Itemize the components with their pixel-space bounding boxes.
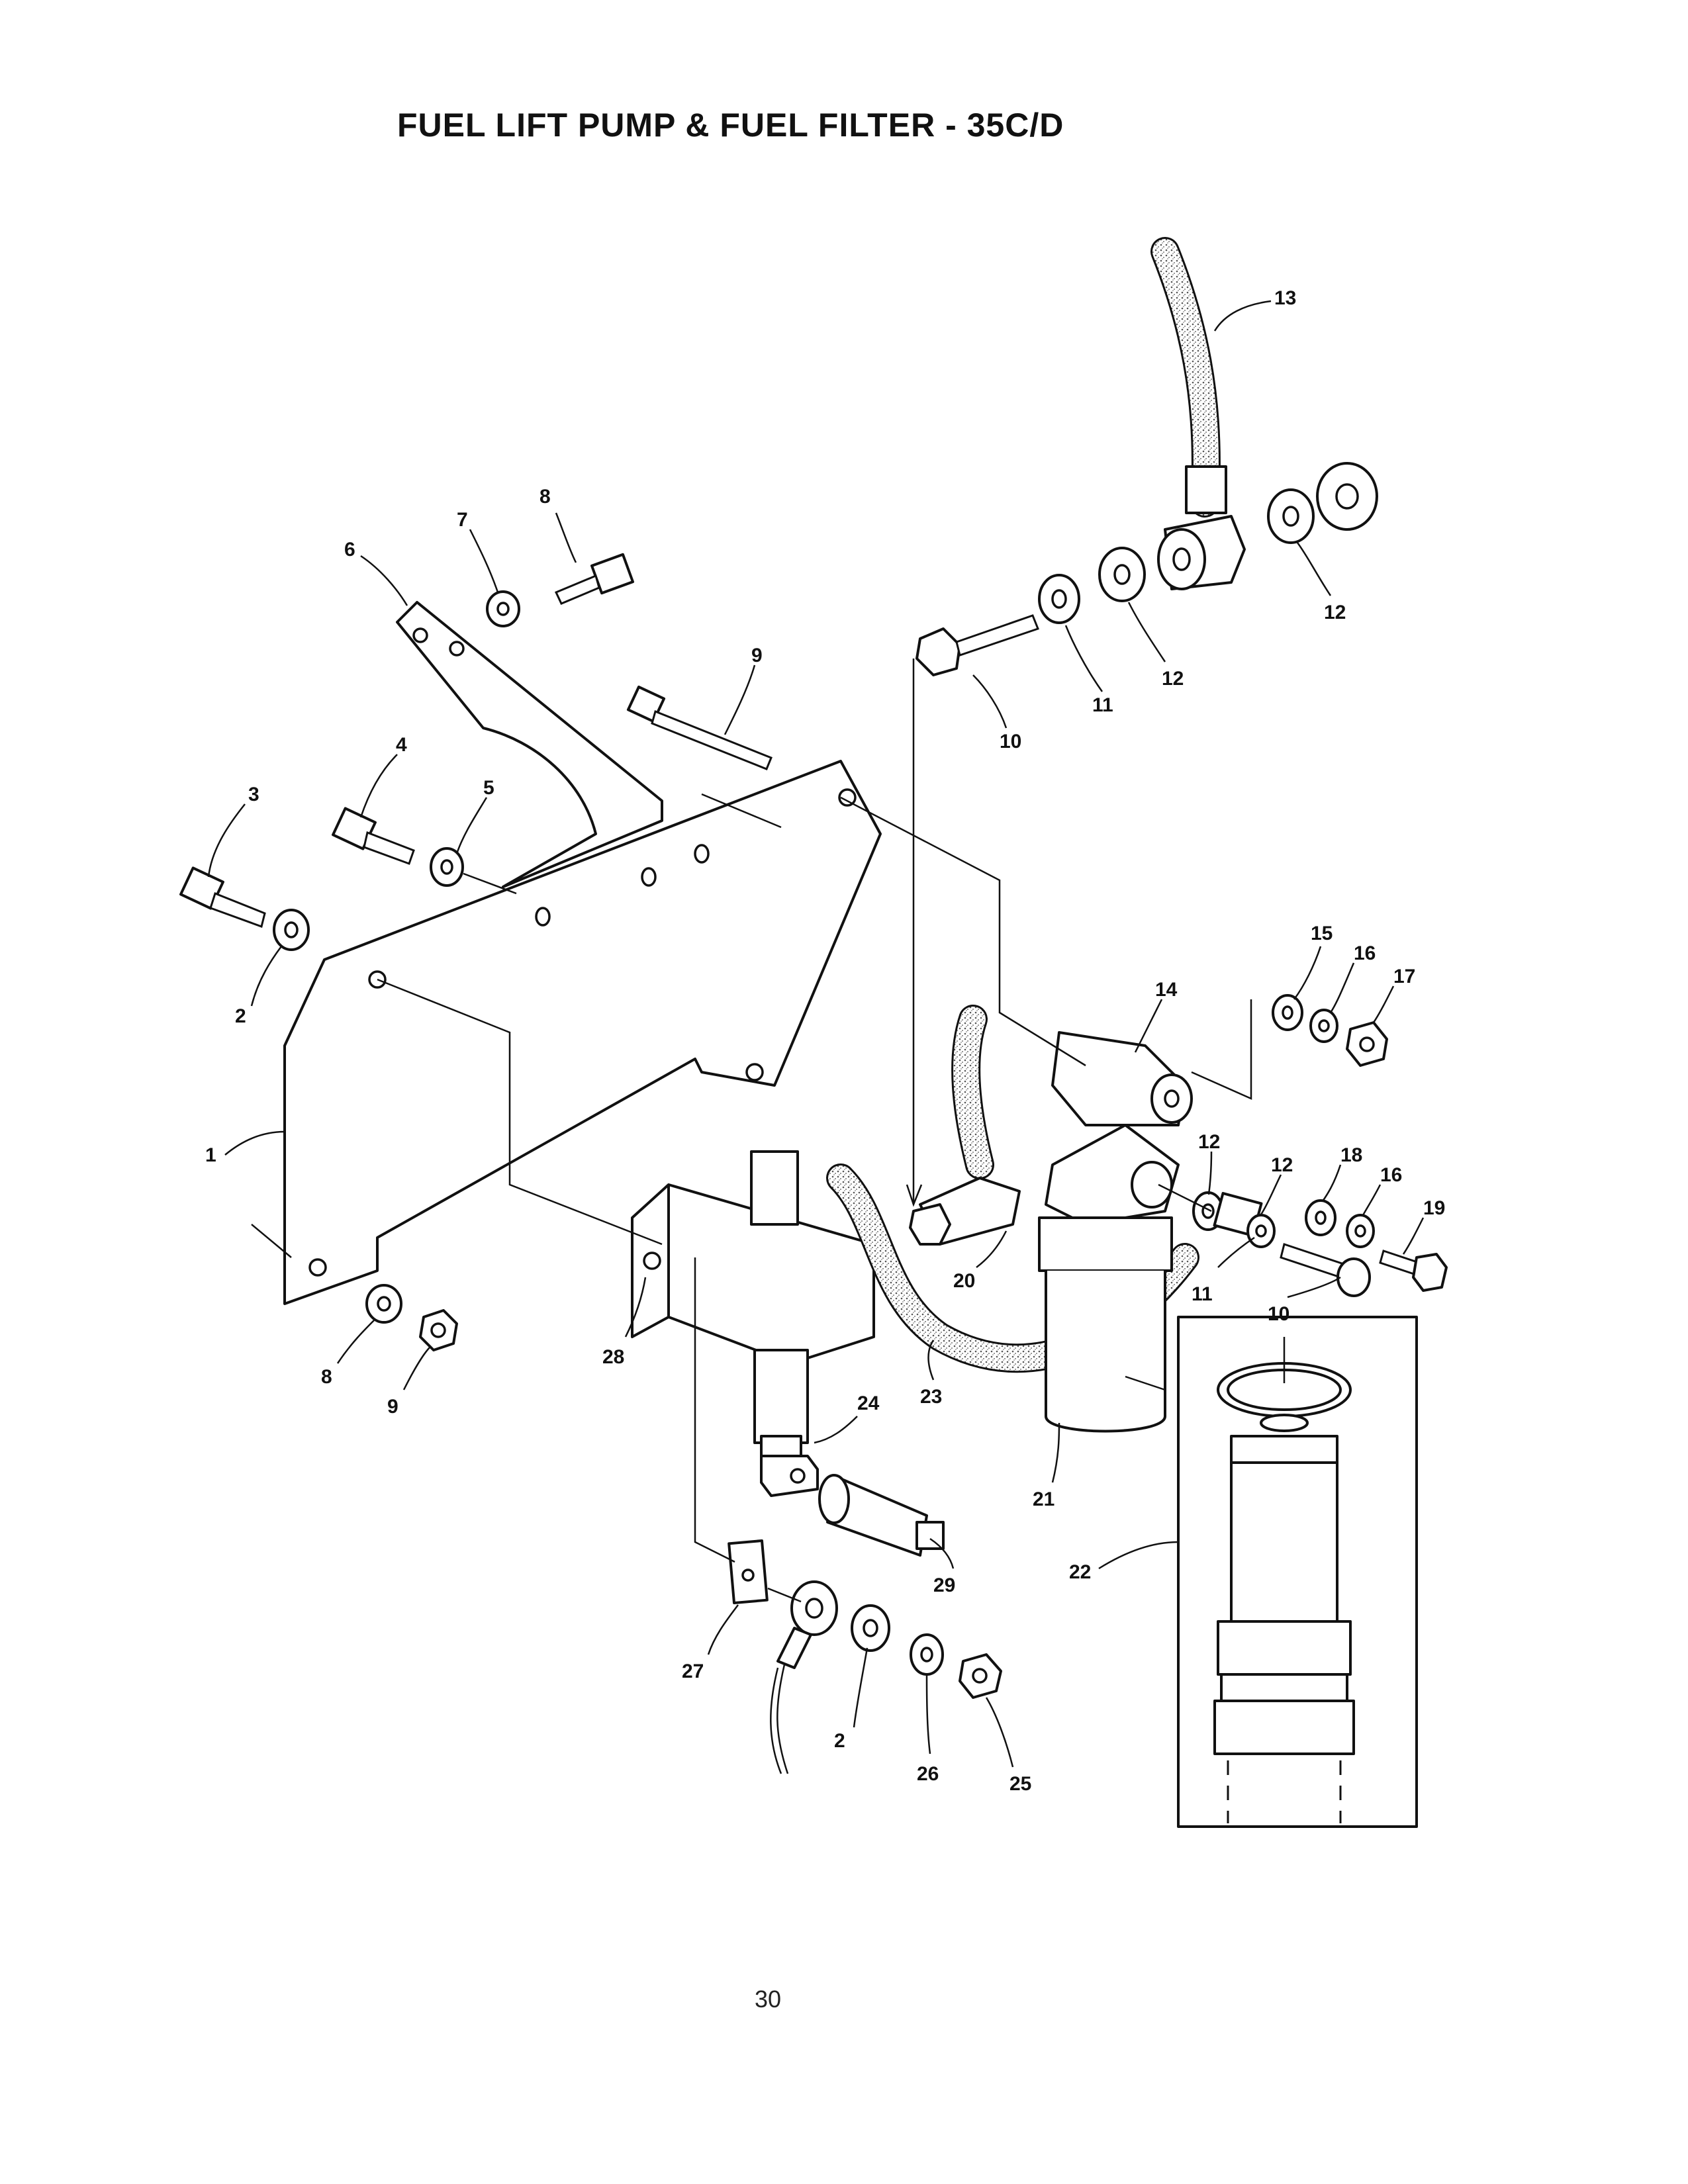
callout-15: 15 bbox=[1311, 923, 1333, 944]
bolt-3 bbox=[179, 866, 266, 928]
callout-5: 5 bbox=[483, 777, 494, 799]
fitting-20 bbox=[909, 1177, 1021, 1246]
callout-12-a: 12 bbox=[1162, 668, 1184, 690]
page-title: FUEL LIFT PUMP & FUEL FILTER - 35C/D bbox=[397, 107, 1064, 144]
washer-16-top bbox=[1309, 1009, 1338, 1043]
callout-21: 21 bbox=[1033, 1488, 1055, 1510]
callout-labels: 1 2 2 3 4 5 6 7 8 8 9 9 10 10 11 11 12 1… bbox=[205, 287, 1445, 1795]
banjo-bolt-10-top bbox=[915, 614, 1039, 676]
fuel-hose-13 bbox=[1150, 237, 1227, 518]
callout-2-left: 2 bbox=[235, 1005, 246, 1027]
washer-2-bottom bbox=[851, 1604, 890, 1652]
inlet-hose bbox=[951, 1005, 994, 1179]
callout-13: 13 bbox=[1274, 287, 1296, 309]
nut-25 bbox=[959, 1653, 1002, 1699]
washer-2-left bbox=[273, 909, 310, 951]
callout-6: 6 bbox=[344, 539, 355, 561]
callout-26: 26 bbox=[917, 1763, 939, 1785]
bolt-8-top bbox=[554, 553, 635, 605]
washer-18 bbox=[1305, 1199, 1336, 1236]
washer-5 bbox=[430, 847, 464, 887]
callout-20: 20 bbox=[953, 1270, 975, 1292]
callout-27: 27 bbox=[682, 1661, 704, 1682]
filter-head-14 bbox=[1045, 1031, 1193, 1226]
ground-tab-27 bbox=[727, 1539, 769, 1605]
callout-11-top: 11 bbox=[1092, 694, 1113, 716]
callout-12-b: 12 bbox=[1324, 602, 1346, 623]
page-number: 30 bbox=[755, 1985, 782, 2013]
nut-17 bbox=[1346, 1021, 1388, 1067]
callout-12-c: 12 bbox=[1198, 1131, 1220, 1153]
callout-9-bottom: 9 bbox=[387, 1396, 399, 1418]
callout-19: 19 bbox=[1423, 1197, 1445, 1219]
washer-15 bbox=[1272, 994, 1303, 1031]
callout-11-mid: 11 bbox=[1192, 1283, 1213, 1305]
nut-9-bottom bbox=[419, 1309, 458, 1351]
callout-16-bottom: 16 bbox=[1380, 1164, 1402, 1186]
callout-12-d: 12 bbox=[1271, 1154, 1293, 1176]
callout-16-top: 16 bbox=[1354, 942, 1376, 964]
callout-29: 29 bbox=[933, 1574, 955, 1596]
callout-8-top: 8 bbox=[539, 486, 551, 508]
callout-18: 18 bbox=[1340, 1144, 1362, 1166]
washer-8-bottom bbox=[365, 1284, 402, 1324]
washer-11-mid bbox=[1246, 1214, 1276, 1248]
filter-bowl-21 bbox=[1038, 1216, 1173, 1433]
support-bracket bbox=[396, 601, 663, 888]
callout-23: 23 bbox=[920, 1386, 942, 1408]
washer-26 bbox=[910, 1633, 944, 1676]
bolt-19 bbox=[1379, 1250, 1448, 1292]
callout-8-bottom: 8 bbox=[321, 1366, 332, 1388]
callout-4: 4 bbox=[396, 734, 407, 756]
washer-12-top-b bbox=[1267, 488, 1315, 544]
callout-22: 22 bbox=[1069, 1561, 1091, 1583]
callout-28: 28 bbox=[602, 1346, 624, 1368]
callout-17: 17 bbox=[1393, 966, 1415, 987]
callout-7: 7 bbox=[457, 509, 468, 531]
bolt-4 bbox=[332, 807, 415, 865]
callout-9-top: 9 bbox=[751, 645, 763, 666]
callout-leaders bbox=[207, 300, 1425, 1768]
callout-14: 14 bbox=[1155, 979, 1178, 1001]
callout-10-mid: 10 bbox=[1268, 1303, 1289, 1325]
long-bolt-9 bbox=[626, 685, 773, 770]
fuel-lift-pump-28 bbox=[631, 1150, 875, 1497]
callout-3: 3 bbox=[248, 784, 259, 805]
sender-unit-29 bbox=[818, 1474, 945, 1557]
callout-10-top: 10 bbox=[1000, 731, 1021, 752]
assembly-lines bbox=[251, 659, 1252, 1603]
washer-12-top-a bbox=[1098, 547, 1146, 602]
union-nut bbox=[1316, 462, 1378, 531]
banjo-fitting bbox=[1157, 515, 1246, 590]
washer-16-bottom bbox=[1346, 1214, 1375, 1248]
callout-24: 24 bbox=[857, 1392, 880, 1414]
ring-terminal bbox=[770, 1580, 838, 1774]
banjo-bolt-10-mid bbox=[1280, 1243, 1371, 1297]
callout-2-bottom: 2 bbox=[834, 1730, 845, 1752]
washer-11-top bbox=[1038, 574, 1080, 624]
washer-7 bbox=[486, 590, 520, 627]
callout-1: 1 bbox=[205, 1144, 216, 1166]
filter-element-detail-22 bbox=[1177, 1316, 1418, 1828]
callout-25: 25 bbox=[1009, 1773, 1031, 1795]
